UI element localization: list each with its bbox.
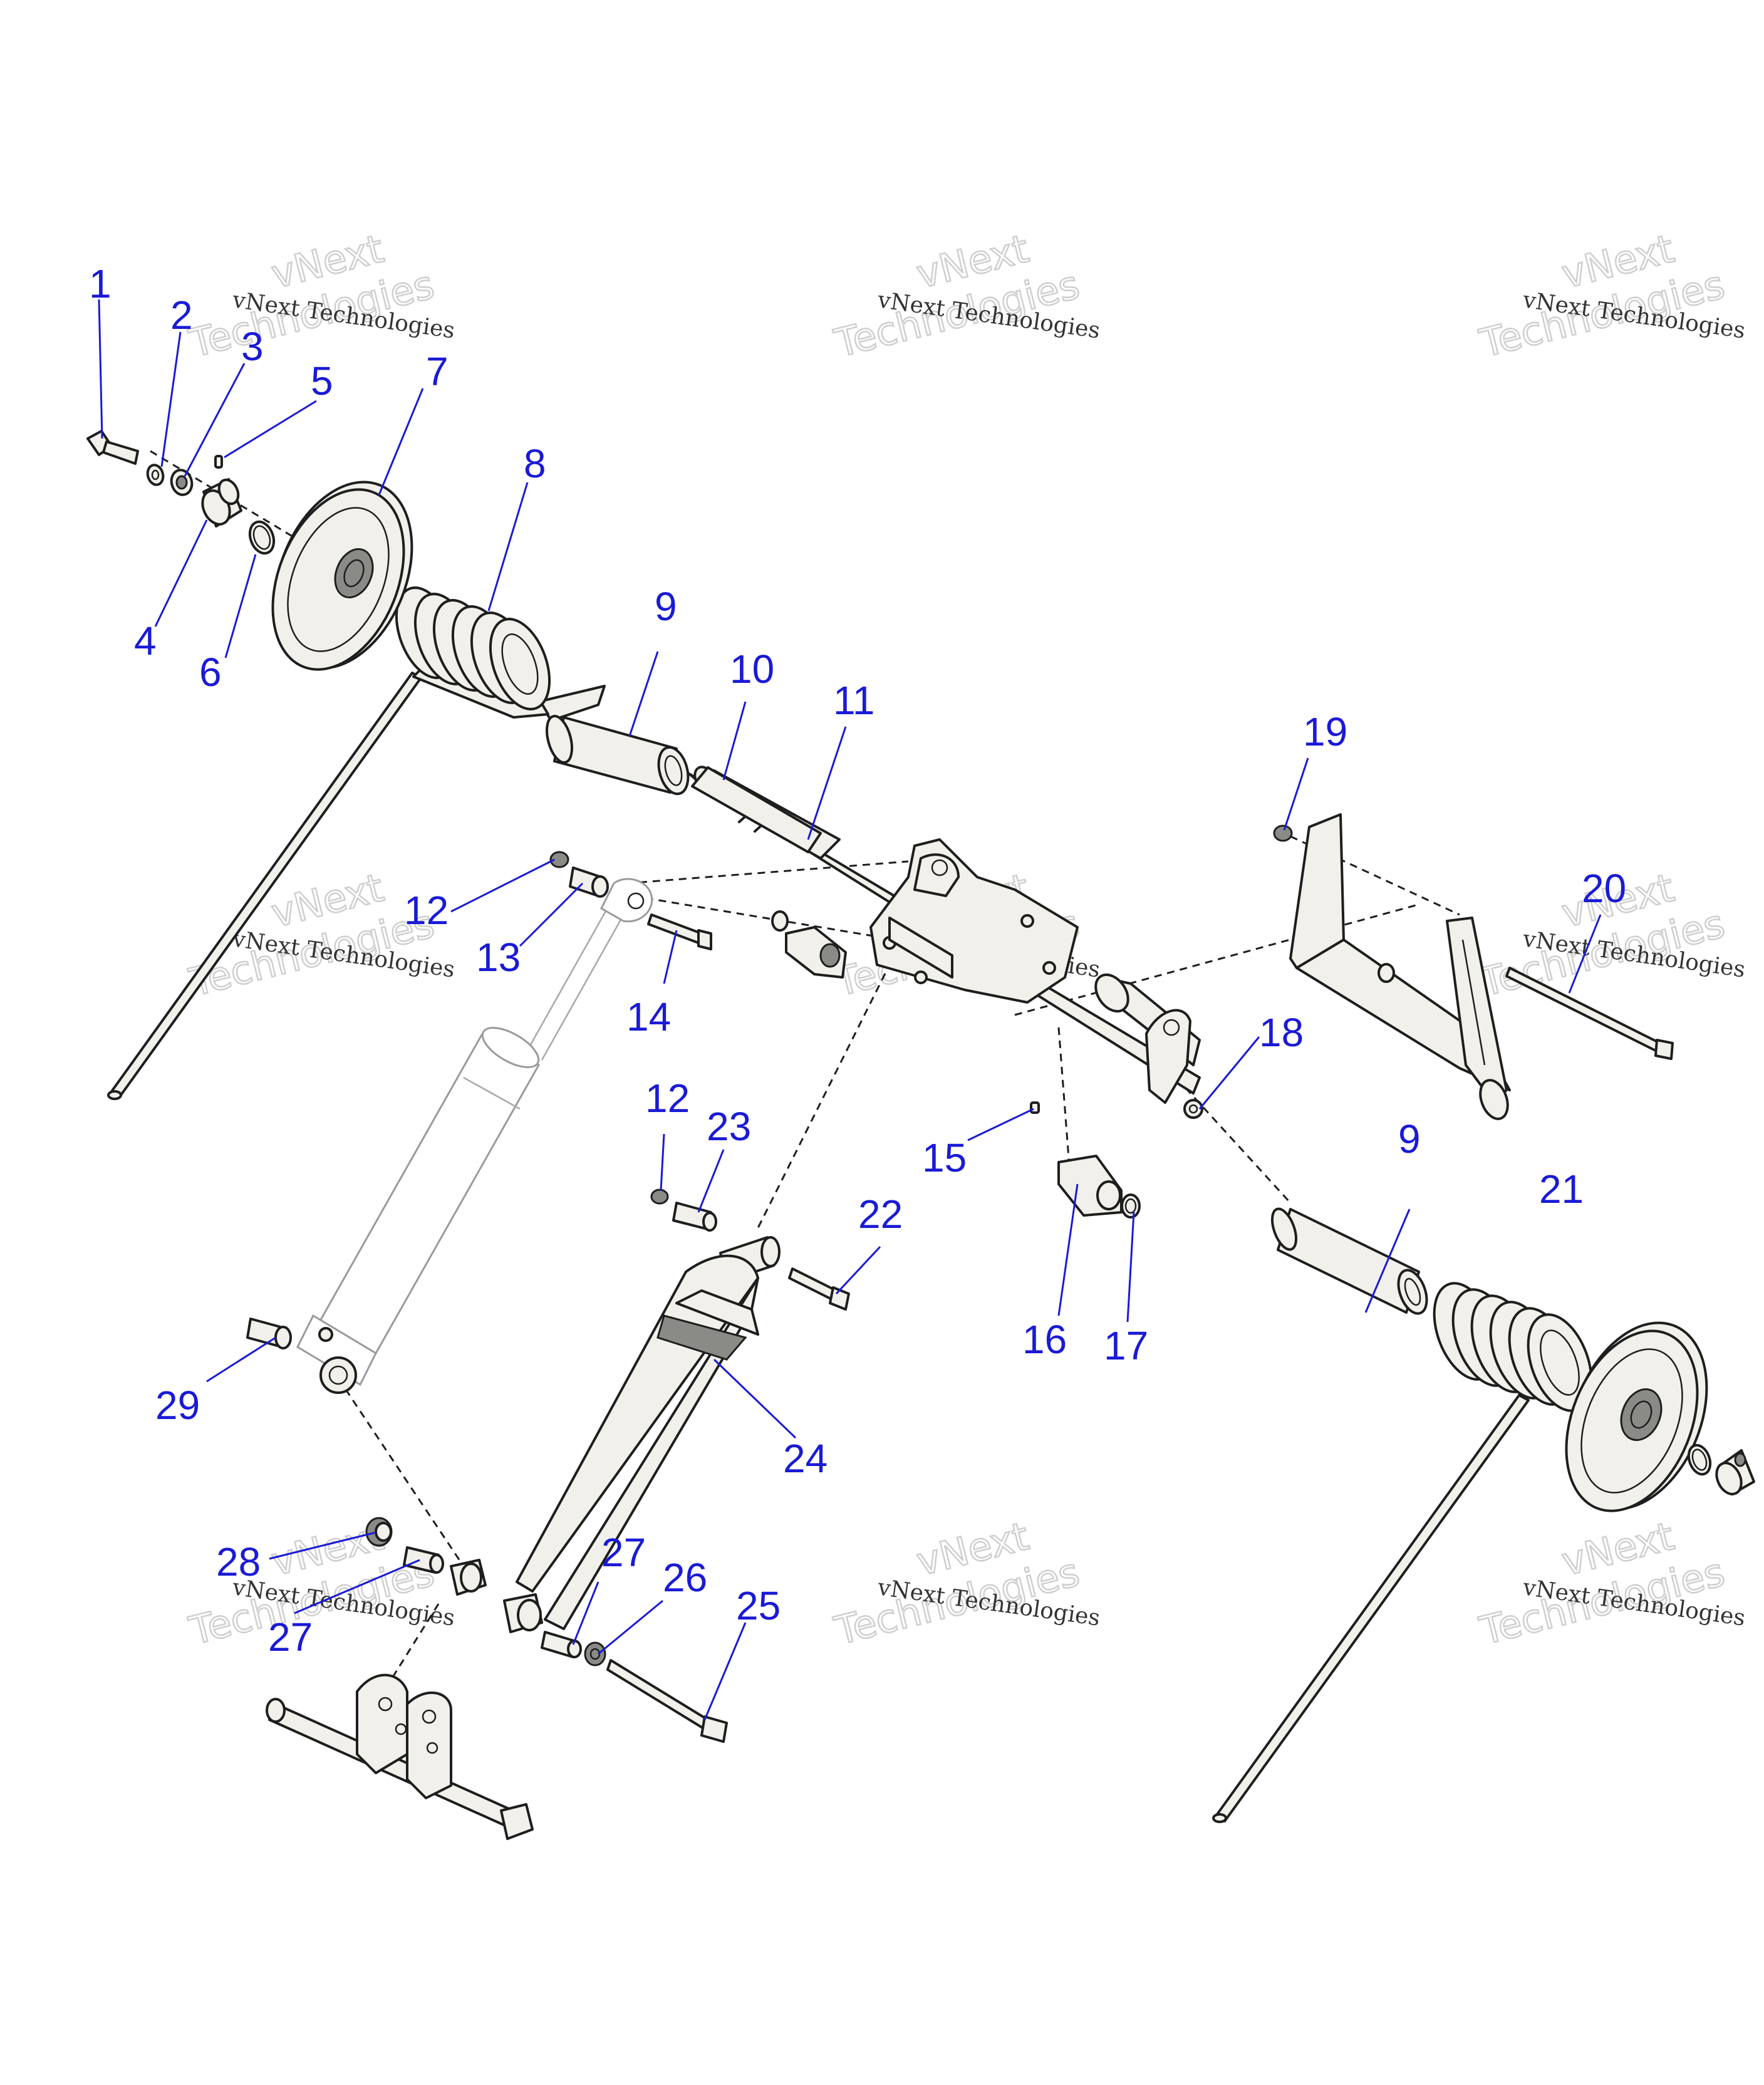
right-spring-21 bbox=[1212, 1282, 1593, 1823]
callout-12: 12 bbox=[404, 888, 449, 933]
callout-8: 8 bbox=[524, 441, 546, 486]
shock-absorber bbox=[296, 878, 653, 1394]
left-wheel-7 bbox=[271, 481, 413, 671]
callout-11: 11 bbox=[833, 678, 874, 723]
callout-7: 7 bbox=[426, 349, 449, 394]
callout-29: 29 bbox=[155, 1383, 200, 1428]
callout-21: 21 bbox=[1539, 1167, 1584, 1212]
callout-3: 3 bbox=[241, 324, 264, 369]
callout-9: 9 bbox=[655, 584, 677, 629]
left-spring-8 bbox=[395, 586, 551, 719]
right-wheel bbox=[1565, 1321, 1755, 1512]
callout-1: 1 bbox=[89, 261, 112, 306]
callout-28: 28 bbox=[216, 1539, 261, 1584]
callout-25: 25 bbox=[736, 1583, 781, 1628]
callout-27-second: 27 bbox=[268, 1614, 313, 1660]
leader-lines bbox=[98, 299, 1602, 1720]
hardware-25-28 bbox=[365, 1517, 728, 1743]
callout-27: 27 bbox=[601, 1530, 646, 1575]
rear-axle-bracket bbox=[266, 1673, 534, 1840]
hardware-15-16-17 bbox=[1030, 1101, 1141, 1219]
callout-23: 23 bbox=[707, 1104, 751, 1149]
callout-26: 26 bbox=[663, 1555, 707, 1600]
watermark: vNext Technologies vNext Technologies bbox=[1475, 225, 1747, 367]
callout-18: 18 bbox=[1259, 1010, 1304, 1055]
callout-19: 19 bbox=[1303, 709, 1347, 754]
shaft-10-11 bbox=[691, 766, 822, 853]
callout-13: 13 bbox=[476, 935, 521, 980]
callout-24: 24 bbox=[783, 1436, 828, 1481]
callout-15: 15 bbox=[922, 1135, 967, 1180]
watermark: vNext Technologies vNext Technologies bbox=[829, 1512, 1102, 1655]
callout-5: 5 bbox=[311, 358, 333, 403]
callout-16: 16 bbox=[1022, 1317, 1067, 1362]
callout-4: 4 bbox=[134, 618, 157, 663]
callout-17: 17 bbox=[1104, 1323, 1148, 1368]
callout-12-second: 12 bbox=[645, 1076, 690, 1121]
right-bracket-19-20 bbox=[1273, 813, 1674, 1120]
callout-6: 6 bbox=[199, 650, 222, 695]
callout-2: 2 bbox=[170, 293, 193, 338]
bushing-29 bbox=[246, 1318, 292, 1349]
callout-20: 20 bbox=[1582, 866, 1626, 911]
callout-9-second: 9 bbox=[1398, 1116, 1421, 1162]
part-9-upper bbox=[537, 685, 690, 796]
hardware-1-6 bbox=[86, 430, 276, 555]
watermark: vNext Technologies vNext Technologies bbox=[184, 225, 457, 367]
watermark: vNext Technologies vNext Technologies bbox=[1475, 1512, 1747, 1655]
part-9-lower bbox=[1270, 1207, 1428, 1315]
front-arm-24 bbox=[450, 1254, 759, 1633]
callout-labels: 1 2 3 4 5 6 7 8 9 10 11 12 13 14 15 16 1… bbox=[89, 261, 1626, 1660]
watermark: vNext Technologies vNext Technologies bbox=[829, 225, 1102, 367]
callout-10: 10 bbox=[730, 647, 774, 692]
hardware-12-13-14 bbox=[549, 851, 847, 979]
callout-14: 14 bbox=[626, 994, 671, 1039]
callout-22: 22 bbox=[858, 1192, 903, 1237]
